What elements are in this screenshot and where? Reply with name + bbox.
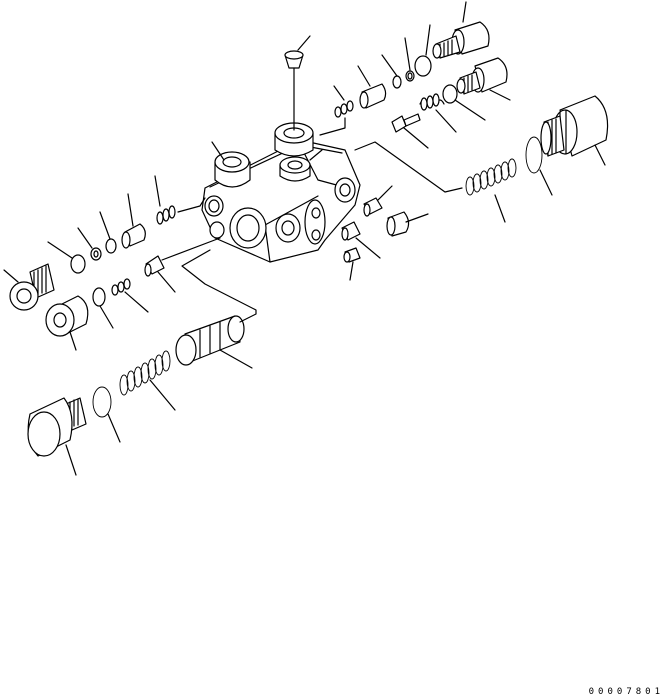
right-cap-assembly — [355, 96, 608, 222]
drawing-number: 00007801 — [588, 687, 664, 697]
left-upper-assembly — [4, 176, 205, 310]
lower-left-assembly — [28, 250, 256, 475]
left-middle-assembly — [46, 238, 220, 350]
upper-right-assembly — [320, 2, 510, 148]
valve-body — [202, 123, 360, 262]
right-spring — [466, 159, 516, 195]
body-leaders — [212, 142, 322, 160]
small-fittings — [342, 186, 428, 280]
top-plug — [285, 36, 310, 130]
